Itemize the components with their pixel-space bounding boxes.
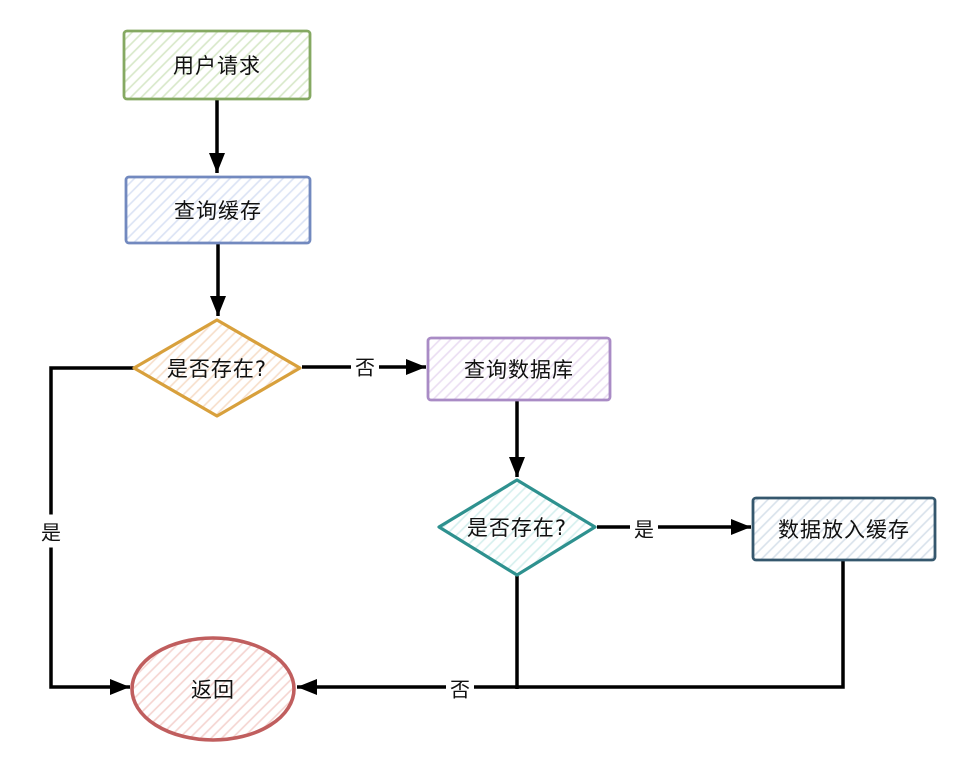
- node-cache-exists: [132, 318, 302, 418]
- edge-label-yes-to-return: 是: [37, 514, 65, 548]
- node-db-exists: [437, 478, 597, 577]
- node-label-cache-exists: 是否存在?: [166, 357, 268, 381]
- node-user-request: [122, 29, 312, 101]
- edge-put-to-return: [297, 561, 845, 695]
- node-label-db-exists: 是否存在?: [466, 516, 568, 540]
- node-put-cache: [751, 496, 937, 562]
- node-label-query-database: 查询数据库: [464, 358, 574, 382]
- edge-label-no-to-return: 否: [446, 671, 474, 705]
- node-label-query-cache: 查询缓存: [174, 199, 262, 223]
- node-return: [130, 636, 296, 742]
- node-label-user-request: 用户请求: [173, 54, 261, 78]
- edge-label-no-to-db: 否: [351, 349, 379, 383]
- node-query-cache: [124, 175, 312, 245]
- node-label-put-cache: 数据放入缓存: [778, 518, 910, 542]
- edge-label-yes-to-put: 是: [630, 511, 658, 545]
- node-label-return: 返回: [191, 678, 235, 702]
- node-query-database: [426, 336, 612, 402]
